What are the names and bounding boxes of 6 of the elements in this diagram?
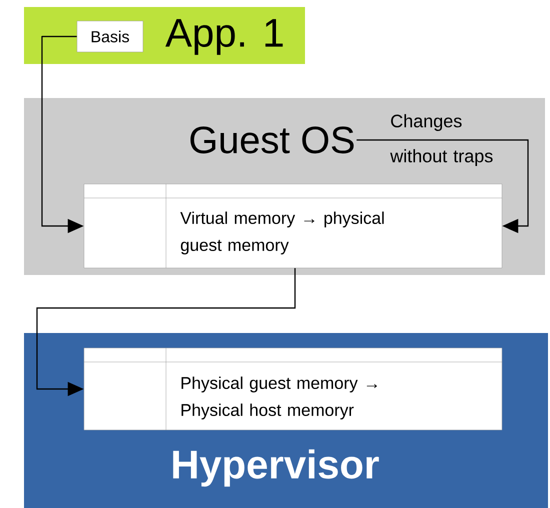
- panel-title: Guest OS: [190, 126, 354, 154]
- arrow: [356, 139, 529, 234]
- page-table: Virtual memory → physical guest memory: [84, 184, 502, 268]
- edge-label: Changes without traps: [390, 114, 493, 166]
- label-box: Basis: [76, 20, 144, 52]
- page-table: Physical guest memory → Physical host memoryr: [84, 348, 502, 430]
